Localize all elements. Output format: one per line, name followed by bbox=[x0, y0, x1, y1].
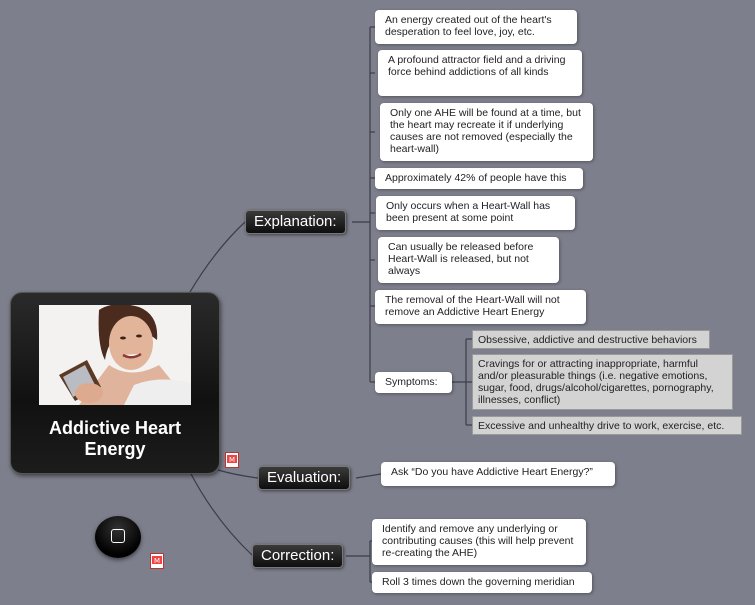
correction-item[interactable]: Identify and remove any underlying or co… bbox=[372, 519, 586, 565]
symptom-item[interactable]: Obsessive, addictive and destructive beh… bbox=[472, 330, 710, 349]
central-topic-title: Addictive Heart Energy bbox=[48, 418, 182, 459]
mindmap-note-icon[interactable]: M bbox=[150, 553, 164, 569]
svg-text:M: M bbox=[154, 557, 160, 565]
branch-explanation[interactable]: Explanation: bbox=[245, 210, 346, 234]
explanation-item[interactable]: Only occurs when a Heart-Wall has been p… bbox=[376, 196, 575, 230]
correction-item[interactable]: Roll 3 times down the governing meridian bbox=[372, 572, 592, 593]
branch-evaluation[interactable]: Evaluation: bbox=[258, 466, 351, 490]
stop-icon bbox=[111, 529, 125, 543]
svg-text:M: M bbox=[229, 456, 235, 464]
explanation-item[interactable]: Only one AHE will be found at a time, bu… bbox=[380, 103, 593, 161]
evaluation-item[interactable]: Ask “Do you have Addictive Heart Energy?… bbox=[381, 462, 615, 486]
explanation-item[interactable]: Can usually be released before Heart-Wal… bbox=[378, 237, 559, 283]
explanation-item[interactable]: Approximately 42% of people have this bbox=[375, 168, 583, 189]
explanation-item[interactable]: A profound attractor field and a driving… bbox=[378, 50, 582, 96]
woman-with-chocolate-image bbox=[39, 305, 191, 405]
central-topic[interactable]: Addictive Heart Energy bbox=[10, 292, 220, 474]
branch-correction[interactable]: Correction: bbox=[252, 544, 344, 568]
stop-button[interactable] bbox=[95, 516, 141, 558]
symptom-item[interactable]: Excessive and unhealthy drive to work, e… bbox=[472, 416, 742, 435]
explanation-item[interactable]: The removal of the Heart-Wall will not r… bbox=[375, 290, 586, 324]
mindmap-note-icon[interactable]: M bbox=[225, 452, 239, 468]
symptom-item[interactable]: Cravings for or attracting inappropriate… bbox=[472, 354, 733, 410]
explanation-item[interactable]: An energy created out of the heart's des… bbox=[375, 10, 577, 44]
topic-image bbox=[39, 305, 191, 405]
symptoms-node[interactable]: Symptoms: bbox=[375, 372, 452, 393]
